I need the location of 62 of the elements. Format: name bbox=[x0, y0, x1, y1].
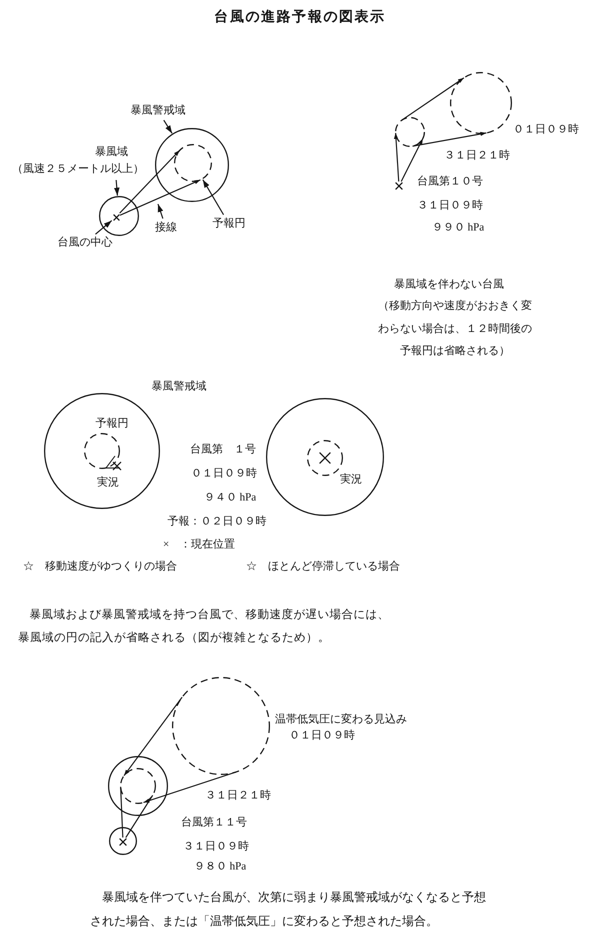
leader-arrow bbox=[157, 204, 164, 219]
storm-area-circle bbox=[99, 196, 139, 236]
circle-label: 予報円 bbox=[96, 416, 128, 432]
warning-area-circle bbox=[266, 398, 384, 516]
leader-arrow bbox=[202, 179, 224, 216]
typhoon-number-label: 台風第１１号 bbox=[181, 816, 247, 830]
pressure-label: ９４０ hPa bbox=[204, 490, 256, 506]
time-label: ３１日０９時 bbox=[417, 198, 483, 214]
forecast-circle bbox=[84, 433, 120, 469]
callout-label: 暴風域 bbox=[95, 145, 129, 160]
cross-icon bbox=[119, 838, 127, 846]
tangent-line bbox=[125, 795, 154, 838]
area-label: 暴風警戒域 bbox=[152, 380, 206, 394]
cross-icon bbox=[395, 182, 403, 190]
tangent-arrow bbox=[394, 132, 400, 182]
pressure-label: ９９０ hPa bbox=[432, 220, 484, 236]
explanation-text: 暴風域および暴風警戒域を持つ台風で、移動速度が遅い場合には、暴風域の円の記入が省略される（図が複雑となるため）。 bbox=[18, 608, 390, 646]
leader-arrow bbox=[95, 220, 112, 235]
diagram-title: 台風の進路予報の図表示 bbox=[214, 9, 386, 27]
tangent-arrow bbox=[119, 150, 180, 214]
storm-area-circle bbox=[109, 827, 137, 855]
position-label: 実況 bbox=[340, 472, 362, 488]
time-label: ０１日０９時 bbox=[289, 728, 355, 744]
callout-label: 暴風警戒域 bbox=[130, 104, 186, 118]
time-label: ３１日２１時 bbox=[444, 148, 510, 164]
callout-label: 接線 bbox=[155, 220, 177, 236]
callout-label: 台風の中心 bbox=[58, 236, 112, 250]
forecast-circle bbox=[395, 117, 425, 147]
tangent-arrow bbox=[402, 77, 464, 121]
callout-label: 予報円 bbox=[212, 216, 246, 232]
position-label: 実況 bbox=[97, 476, 119, 490]
leader-arrow bbox=[114, 180, 120, 196]
note-text: （移動方向や速度がおおきく変わらない場合は、１２時間後の予報円は省略される） bbox=[377, 298, 533, 359]
cross-icon bbox=[105, 455, 121, 470]
cross-icon bbox=[319, 452, 331, 464]
typhoon-number-label: 台風第１０号 bbox=[417, 174, 483, 190]
forecast-time-label: 予報：０２日０９時 bbox=[168, 514, 266, 530]
tangent-line bbox=[120, 786, 124, 838]
callout-note: （風速２５メートル以上） bbox=[12, 162, 144, 177]
time-label: ３１日２１時 bbox=[205, 788, 271, 804]
time-label: ０１日０９時 bbox=[191, 466, 257, 482]
warning-area-circle bbox=[44, 393, 160, 509]
outlook-label: 温帯低気圧に変わる見込み bbox=[275, 712, 407, 728]
forecast-circle bbox=[174, 144, 212, 182]
case-heading: ☆ ほとんど停滞している場合 bbox=[246, 560, 400, 574]
note-heading: 暴風域を伴わない台風 bbox=[394, 278, 504, 292]
time-label: ０１日０９時 bbox=[513, 122, 579, 138]
case-heading: ☆ 移動速度がゆつくりの場合 bbox=[23, 560, 177, 574]
pressure-label: ９８０ hPa bbox=[194, 860, 246, 874]
tangent-arrow bbox=[400, 138, 424, 182]
warning-area-circle bbox=[108, 756, 168, 816]
warning-area-circle bbox=[155, 128, 229, 202]
cross-icon bbox=[112, 214, 120, 220]
typhoon-number-label: 台風第 １号 bbox=[190, 442, 256, 458]
leader-arrow bbox=[163, 120, 173, 134]
tangent-arrow bbox=[412, 132, 486, 147]
tangent-arrow bbox=[120, 179, 201, 216]
symbol-key-text: × ：現在位置 bbox=[163, 538, 236, 552]
explanation-text: 暴風域を伴つていた台風が、次第に弱まり暴風警戒域がなくなると予想された場合、または「温帯低気圧」に変わると予想された場合。 bbox=[90, 889, 487, 930]
tangent-arrow bbox=[124, 696, 183, 776]
forecast-circle bbox=[120, 768, 156, 804]
time-label: ３１日０９時 bbox=[183, 840, 249, 854]
